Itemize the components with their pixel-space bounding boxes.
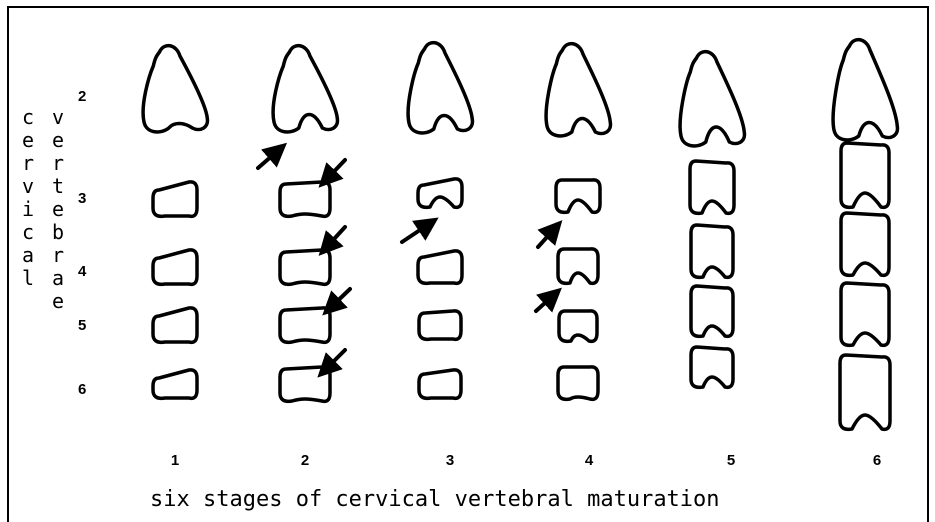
arrow-indicator [324,227,345,250]
vertebral-body-stage-6 [840,355,890,429]
vertebral-body-stage-2 [280,308,330,342]
stage-label-3: 3 [435,452,465,469]
vertebral-body-stage-1 [153,308,197,342]
stage-label-1: 1 [160,452,190,469]
stage-label-2: 2 [290,452,320,469]
vertebral-body-stage-3 [419,311,461,339]
c2-vertebra-stage-6 [833,40,897,140]
vertebral-body-stage-3 [419,370,461,398]
arrow-indicator [402,222,432,242]
c2-vertebra-stage-1 [143,46,207,132]
vertebral-body-stage-3 [418,179,462,207]
vertebral-body-stage-6 [841,213,889,275]
vertebral-body-stage-1 [153,370,197,398]
vertebral-body-stage-4 [558,249,598,283]
arrow-indicator [323,350,345,372]
vertebral-body-stage-1 [153,250,197,284]
arrow-indicator [258,148,281,168]
vertebral-body-stage-6 [841,143,889,207]
stage-label-4: 4 [574,452,604,469]
vertebral-body-stage-6 [841,283,889,345]
stage-label-5: 5 [716,452,746,469]
vertebral-body-stage-5 [691,347,733,387]
stage-label-6: 6 [862,452,892,469]
arrow-indicator [324,160,345,182]
vertebral-body-stage-2 [280,250,330,284]
c2-vertebra-stage-3 [408,43,472,133]
vertebral-body-stage-2 [280,182,330,216]
arrow-indicator [538,226,557,247]
figure-caption: six stages of cervical vertebral maturat… [150,487,720,512]
arrow-indicator [536,293,556,311]
c2-vertebra-stage-4 [546,44,610,136]
c2-vertebra-stage-2 [273,46,337,132]
vertebral-body-stage-1 [153,182,197,216]
vertebral-body-stage-4 [559,311,597,341]
vertebral-body-stage-5 [691,225,733,277]
vertebral-body-stage-4 [558,367,598,399]
c2-vertebra-stage-5 [680,52,744,146]
arrow-indicator [328,289,350,310]
vertebral-body-stage-5 [691,286,733,336]
vertebral-body-stage-3 [418,251,462,283]
vertebral-body-stage-4 [556,180,600,212]
vertebral-body-stage-5 [690,161,734,213]
